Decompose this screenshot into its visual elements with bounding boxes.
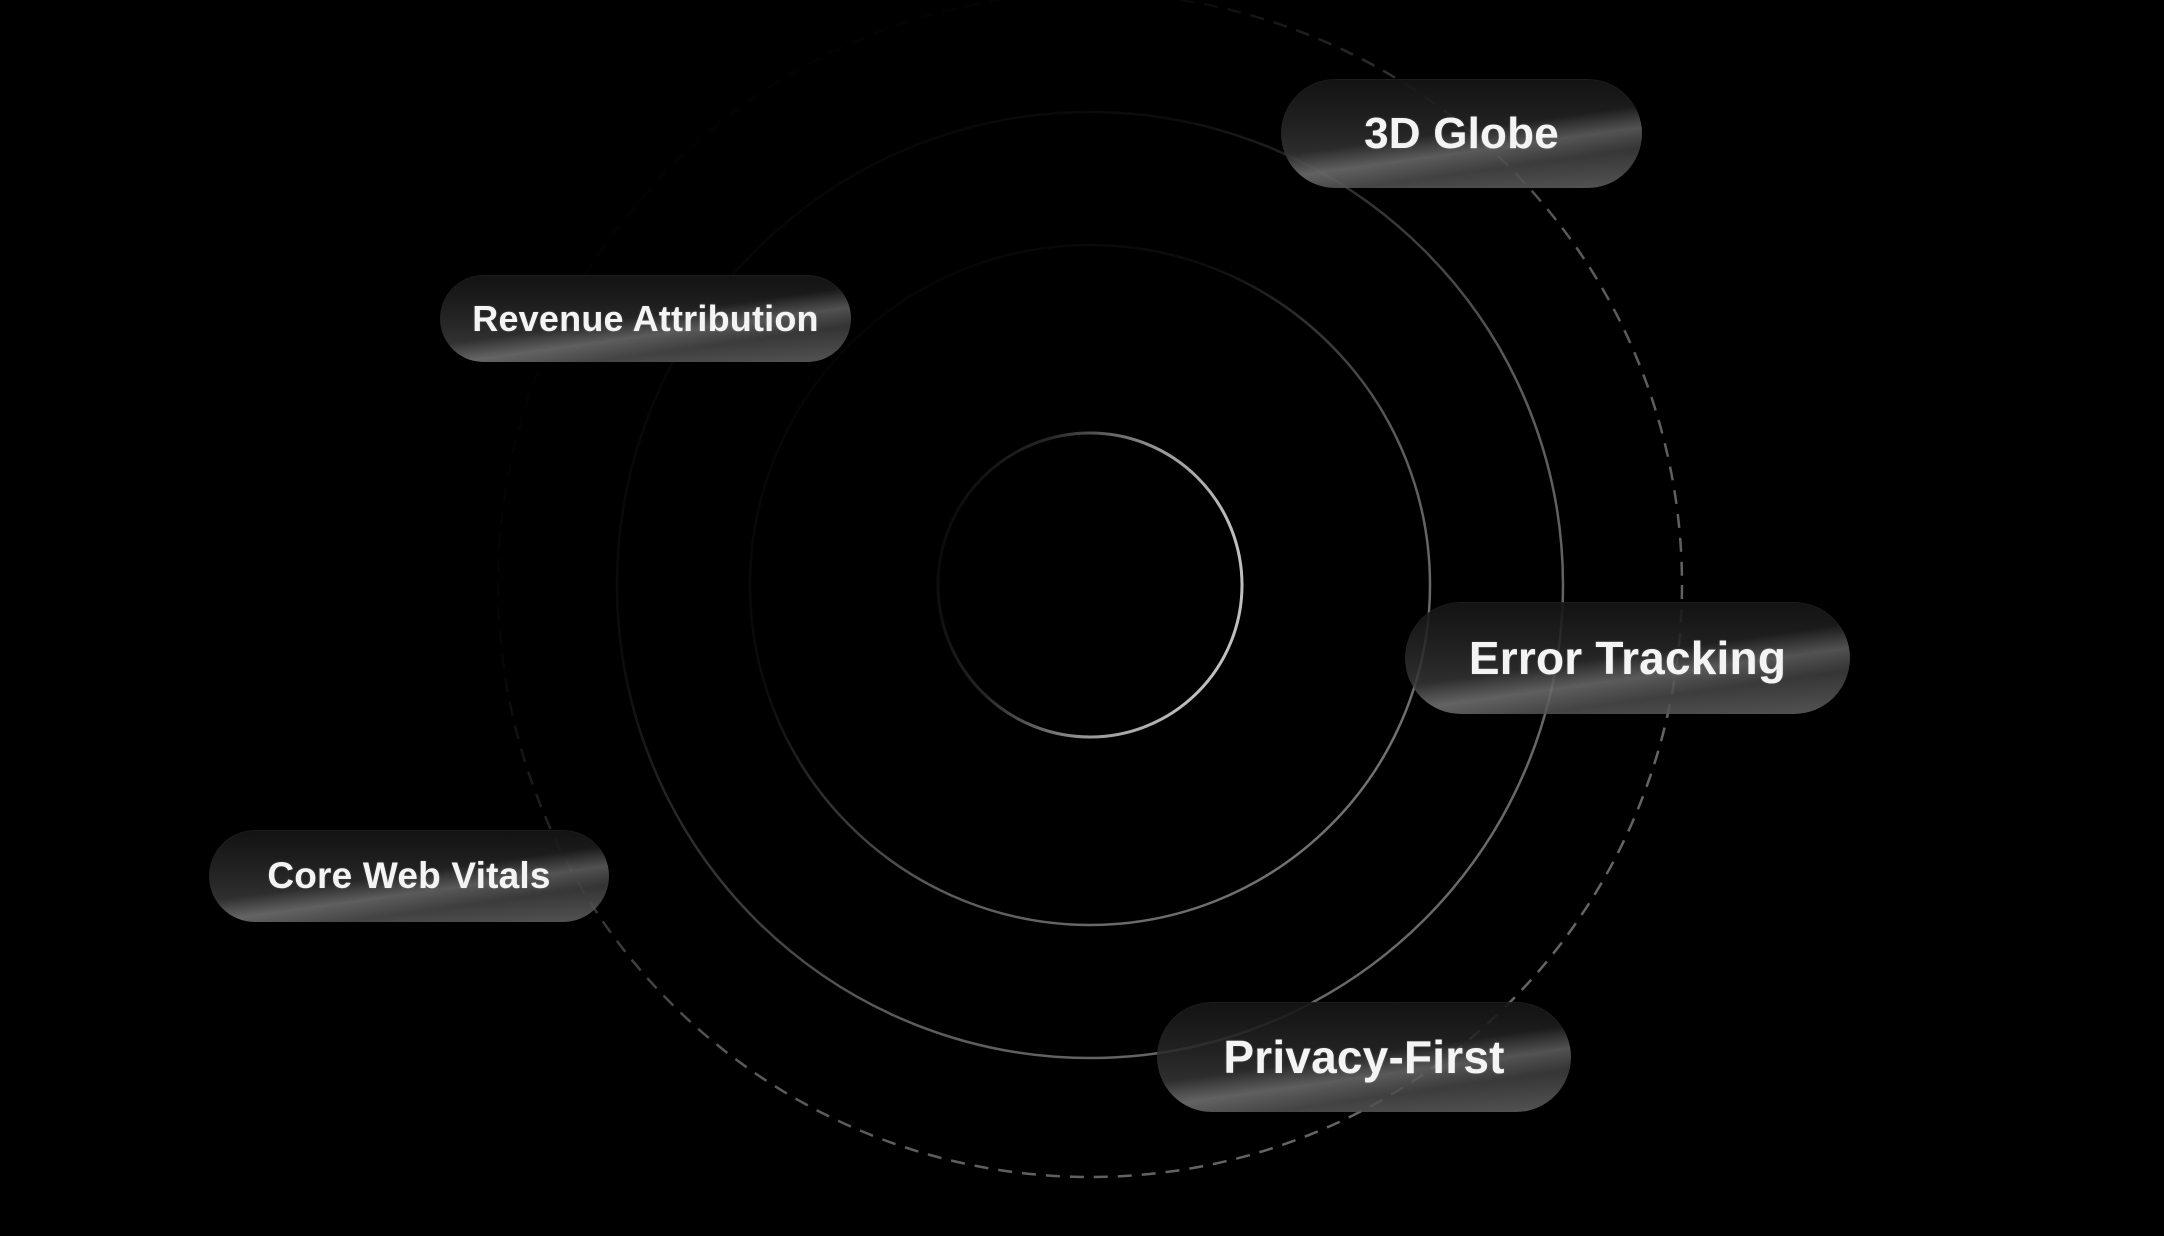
feature-pill-core-web-vitals: Core Web Vitals <box>209 830 609 922</box>
pill-label: Privacy-First <box>1223 1031 1505 1083</box>
feature-pill-error-tracking: Error Tracking <box>1405 602 1850 714</box>
pill-label: 3D Globe <box>1364 108 1559 158</box>
ring-third <box>615 110 1565 1060</box>
pill-label: Error Tracking <box>1468 632 1787 684</box>
ring-second <box>748 243 1432 927</box>
ring-inner <box>936 431 1244 739</box>
feature-pill-revenue-attribution: Revenue Attribution <box>440 275 851 362</box>
feature-pill-3d-globe: 3D Globe <box>1281 79 1642 188</box>
feature-pill-privacy-first: Privacy-First <box>1157 1002 1571 1112</box>
pill-label: Revenue Attribution <box>472 297 819 339</box>
pill-label: Core Web Vitals <box>267 855 551 896</box>
ring-outer-dashed <box>496 0 1684 1179</box>
